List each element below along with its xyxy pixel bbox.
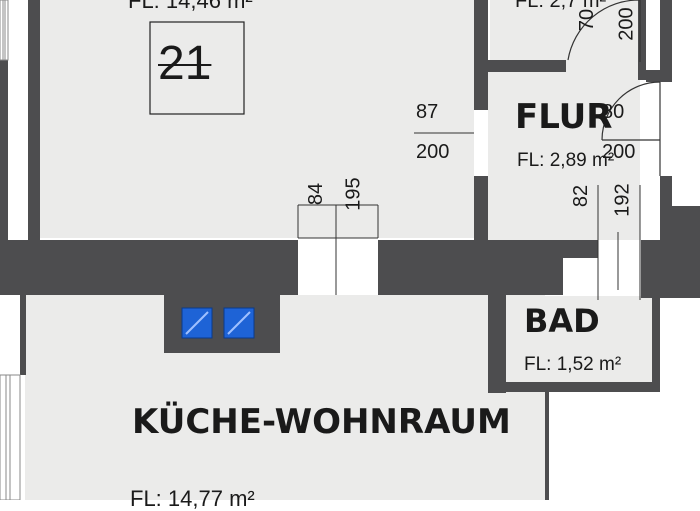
door-dim-middle-height: 195 [342,177,365,211]
door-middle [297,204,379,295]
room-floor-top-left [40,0,475,238]
room-floor-flur [488,62,640,240]
door-swing-flur-right [601,81,661,176]
door-dim-middle-width: 84 [305,182,328,206]
door-dim-left-height: 200 [416,141,450,163]
area-flur: FL: 2,89 m² [517,150,615,171]
door-dim-flur-right-width: 80 [602,101,625,123]
door-dim-flur-right-height: 200 [602,141,636,163]
room-number-box [149,21,245,115]
window-icon-right [223,307,255,339]
door-dim-top-right-height: 200 [615,7,638,41]
door-dim-bad-height: 192 [611,183,634,217]
door-dim-bad-width: 82 [570,184,593,208]
area-top-right-room: FL: 2,7 m² [515,0,607,12]
door-dim-top-right-width: 70 [576,8,599,32]
room-name-kueche: KÜCHE-WOHNRAUM [132,402,511,442]
area-top-left: FL: 14,46 m² [128,0,253,13]
door-dim-left-width: 87 [416,101,439,123]
room-number: 21 [158,37,212,90]
window-left-bottom [0,374,21,500]
window-left-top [0,0,9,61]
door-swing-top-right [567,0,641,62]
walls [0,0,700,500]
area-kueche: FL: 14,77 m² [130,486,255,511]
room-name-bad: BAD [524,302,600,340]
door-flur-left [414,110,488,176]
window-icon-left [181,307,213,339]
room-floor-kueche [25,290,545,500]
area-bad: FL: 1,52 m² [524,354,622,375]
room-floor-top-right [490,0,640,62]
room-name-flur: FLUR [515,97,613,137]
door-bad [563,185,641,300]
floor-plan [0,0,700,500]
